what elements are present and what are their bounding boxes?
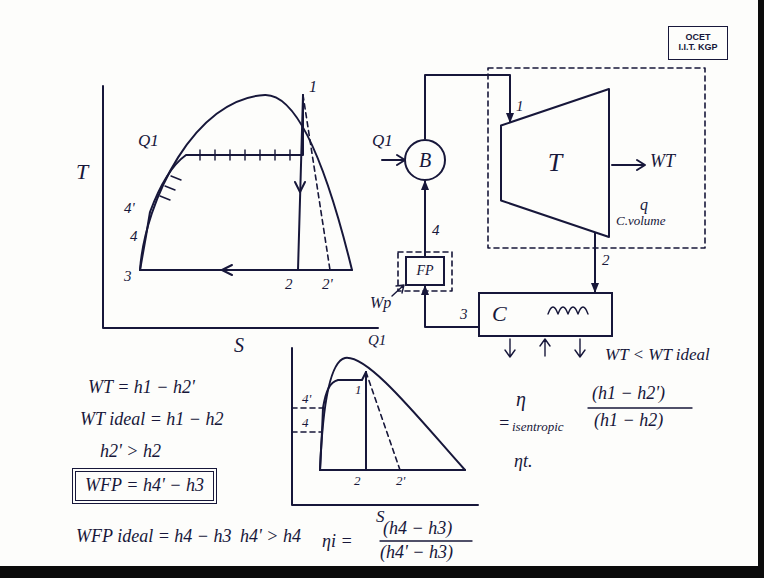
equation: = <box>498 414 510 434</box>
node-label: FP <box>416 263 433 278</box>
equation: WFP ideal = h4 − h3 <box>76 527 231 547</box>
equation: h2' > h2 <box>100 442 161 462</box>
equation: η <box>516 388 526 410</box>
cooling-arrows <box>505 339 585 357</box>
equation: h4' > h4 <box>240 527 301 547</box>
equation: (h4' − h3) <box>380 543 453 563</box>
heat-label: Q1 <box>372 132 393 151</box>
state-point: 2' <box>396 474 405 488</box>
flow-line <box>424 181 426 256</box>
state-point: 1 <box>516 98 524 115</box>
node-label: C <box>492 302 507 326</box>
state-point: 3 <box>124 268 132 285</box>
label-layer: TSQ114'4322'Q11WTqC.volume24Wp3Q14'4122'… <box>0 0 758 566</box>
work-label: WT <box>650 152 675 172</box>
condensation-line <box>140 269 352 271</box>
equation-box: WFP = h4' − h3 <box>72 468 217 504</box>
condenser-coil <box>548 307 588 314</box>
flow-line <box>594 233 596 292</box>
actual-expansion-line <box>303 95 330 270</box>
equation: (h4 − h3) <box>383 519 452 539</box>
boiler-circle: B <box>404 139 446 181</box>
cycle-heating-line <box>320 372 366 470</box>
heat-ticks <box>200 150 290 160</box>
node-label: T <box>548 149 562 178</box>
feed-pump-box: FP <box>405 256 445 286</box>
logo-box: OCET I.I.T. KGP <box>668 26 728 60</box>
state-point: 1 <box>309 78 317 96</box>
state-point: 2' <box>322 276 333 293</box>
heat-ticks <box>160 176 181 200</box>
heat-label: Q1 <box>138 132 159 151</box>
control-volume <box>488 68 705 248</box>
slide-ground: OCET I.I.T. KGP B T FP C WFP = h4' − h3 T S Q1 1… <box>0 0 758 566</box>
equation: ηt. <box>514 452 532 472</box>
equation: WT ideal = h1 − h2 <box>80 410 223 430</box>
state-point: 4 <box>302 416 309 430</box>
node-label: B <box>419 149 431 171</box>
flow-line <box>425 75 510 139</box>
equation: (h1 − h2) <box>594 411 663 431</box>
note: C.volume <box>616 214 665 228</box>
cycle-heating-line <box>140 95 303 270</box>
heat-label: Q1 <box>368 332 386 349</box>
fraction-bar <box>588 407 692 408</box>
turbine-outline <box>501 89 609 237</box>
axis-label: T <box>76 160 88 184</box>
equation: (h1 − h2') <box>592 384 665 404</box>
axis-label: S <box>234 334 244 356</box>
state-point: 4' <box>302 392 311 406</box>
saturation-dome <box>140 95 352 270</box>
state-point: 4 <box>130 228 138 245</box>
arrowhead <box>222 265 232 275</box>
state-point: 2 <box>354 474 361 488</box>
enthalpy-guide <box>292 408 323 432</box>
actual-expansion-line <box>366 372 400 470</box>
axes <box>103 86 378 328</box>
work-arrow <box>612 160 645 170</box>
equation: WT = h1 − h2' <box>88 378 195 398</box>
heat-arrow <box>382 155 405 165</box>
condenser-box: C <box>478 292 613 337</box>
pump-control-volume <box>398 252 452 291</box>
work-label: Wp <box>370 294 391 312</box>
state-point: 2 <box>285 276 293 293</box>
equation: ηi = <box>322 532 353 552</box>
node-layer: OCET I.I.T. KGP B T FP C WFP = h4' − h3 <box>0 0 758 566</box>
equation: isentropic <box>512 420 564 434</box>
equation: WT < WT ideal <box>605 346 710 365</box>
flow-line <box>425 286 478 327</box>
saturation-dome <box>320 358 465 470</box>
state-point: 1 <box>355 383 362 397</box>
fraction-bar <box>380 540 472 541</box>
state-point: 4' <box>124 200 135 217</box>
condensation-line <box>320 469 465 471</box>
state-point: 4 <box>432 222 440 239</box>
axes <box>292 348 478 505</box>
state-point: 2 <box>602 252 610 269</box>
state-point: 3 <box>460 306 468 323</box>
expansion-line <box>365 372 367 470</box>
node-label: WFP = h4' − h3 <box>85 476 204 496</box>
arrowhead <box>295 182 305 192</box>
work-arrow <box>392 285 404 296</box>
note: q <box>640 196 648 214</box>
expansion-line <box>298 95 303 270</box>
node-label: OCET I.I.T. KGP <box>676 33 720 53</box>
